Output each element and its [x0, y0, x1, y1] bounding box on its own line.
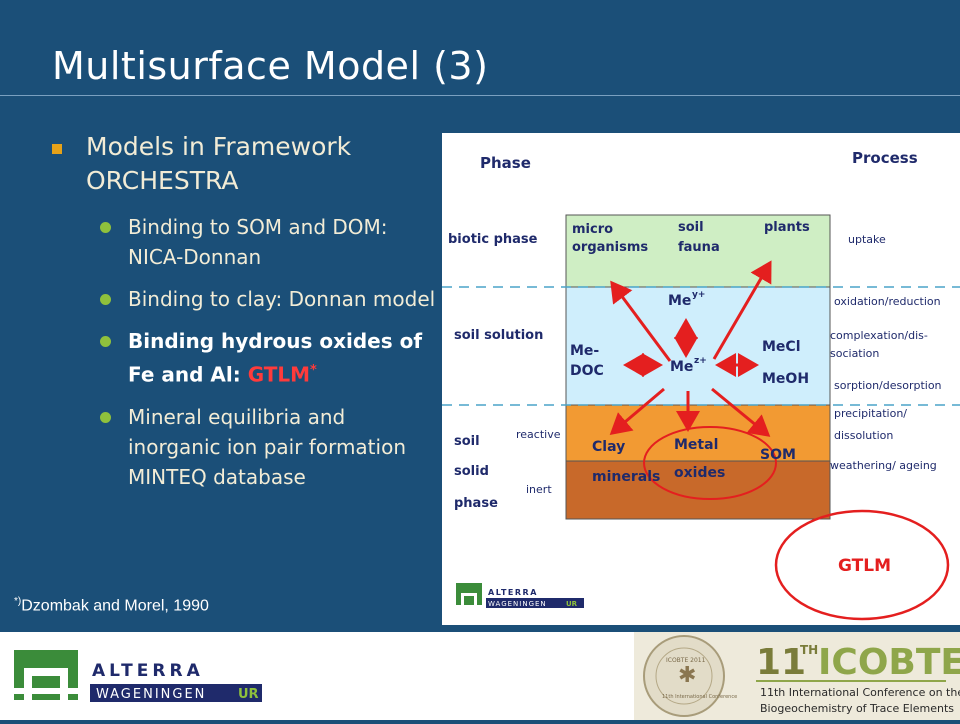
phase-label: phase — [454, 496, 498, 511]
oxides-label: oxides — [674, 465, 725, 481]
process-precipitation-2: dissolution — [834, 429, 893, 442]
footnote-text: Dzombak and Morel, 1990 — [21, 597, 209, 615]
title-bar — [0, 0, 960, 100]
alterra-logo: ALTERRA WAGENINGEN UR — [14, 650, 262, 702]
footer-strip: ALTERRA WAGENINGEN UR ICOBTE 2011 11th I… — [0, 632, 960, 720]
soil-solution-label: soil solution — [454, 328, 543, 343]
vitruvian-figure-icon: ✱ — [678, 663, 696, 688]
icobte-banner: ICOBTE 2011 11th International Conferenc… — [634, 632, 960, 720]
footnote-mark: * — [310, 363, 317, 378]
arrow-to-plants — [712, 260, 772, 360]
me-y-charge: y+ — [692, 290, 705, 300]
phase-header: Phase — [480, 154, 531, 172]
sub-bullet-text: Binding to clay: Donnan model — [128, 287, 436, 311]
bullet-main-text: Models in Framework ORCHESTRA — [86, 132, 352, 195]
clay-label: Clay — [592, 439, 625, 455]
conference-line-1: 11th International Conference on the — [760, 686, 960, 699]
sub-bullet-text: Mineral equilibria and inorganic ion pai… — [128, 404, 406, 489]
gtlm-label: GTLM — [838, 556, 891, 576]
reactive-label: reactive — [516, 428, 561, 441]
process-complexation-1: complexation/dis- — [830, 329, 928, 342]
arrow-to-microorganisms — [610, 280, 672, 362]
solid-label: solid — [454, 464, 489, 479]
footnote: *)Dzombak and Morel, 1990 — [14, 596, 209, 615]
wageningen-text: WAGENINGEN — [96, 687, 206, 702]
micro-label: micro — [572, 222, 613, 237]
fauna-label: fauna — [678, 240, 720, 255]
process-header: Process — [852, 149, 918, 167]
sub-bullet-text: Binding to SOM and DOM: NICA-Donnan — [128, 215, 388, 269]
minerals-label: minerals — [592, 469, 660, 485]
conference-number: 11 — [756, 642, 806, 683]
alterra-small-text: ALTERRA — [488, 588, 538, 597]
arrow-to-clay — [609, 387, 665, 435]
slide-title: Multisurface Model (3) — [52, 44, 489, 88]
title-divider — [0, 95, 960, 96]
sub-bullet-text: Binding hydrous oxides of Fe and Al: — [128, 329, 423, 387]
diagram-svg: Phase Process biotic phase soil solution… — [442, 149, 960, 621]
meoh-label: MeOH — [762, 371, 809, 387]
metal-label: Metal — [674, 437, 718, 453]
sub-bullet-clay: Binding to clay: Donnan model — [48, 284, 438, 314]
process-complexation-2: sociation — [830, 347, 879, 360]
me-y-label: Me — [668, 293, 691, 309]
me-z-label: Me — [670, 359, 693, 375]
soil-label: soil — [454, 434, 480, 449]
sub-bullet-oxides: Binding hydrous oxides of Fe and Al: GTL… — [48, 326, 438, 390]
round-bullet-icon — [100, 336, 111, 347]
round-bullet-icon — [100, 411, 111, 423]
bullet-list: Models in Framework ORCHESTRA Binding to… — [48, 130, 438, 504]
footer-svg: ALTERRA WAGENINGEN UR ICOBTE 2011 11th I… — [14, 632, 960, 720]
soil-fauna-label-1: soil — [678, 220, 704, 235]
sub-bullet-minteq: Mineral equilibria and inorganic ion pai… — [48, 402, 438, 492]
gtlm-highlight: GTLM — [247, 362, 311, 387]
process-uptake: uptake — [848, 233, 886, 246]
process-sorption: sorption/desorption — [834, 379, 942, 392]
conference-name: ICOBTE — [818, 642, 960, 683]
seal-text-2: 11th International Conference — [662, 694, 737, 700]
square-bullet-icon — [52, 144, 62, 154]
phase-process-diagram: Phase Process biotic phase soil solution… — [442, 133, 960, 625]
me-doc-label-1: Me- — [570, 343, 599, 359]
alterra-text: ALTERRA — [92, 661, 204, 681]
inert-box — [565, 460, 831, 520]
conference-line-2: Biogeochemistry of Trace Elements — [760, 702, 954, 715]
process-precipitation-1: precipitation/ — [834, 407, 907, 420]
arrow-to-som — [711, 387, 771, 437]
round-bullet-icon — [100, 294, 111, 305]
wageningen-small-text: WAGENINGEN — [488, 600, 547, 608]
gtlm-ellipse — [774, 509, 950, 621]
mecl-label: MeCl — [762, 339, 801, 355]
me-z-charge: z+ — [694, 356, 707, 366]
process-weathering: weathering/ ageing — [830, 459, 937, 472]
ur-small-text: UR — [566, 600, 578, 608]
footnote-marker: *) — [14, 596, 22, 607]
som-label: SOM — [760, 447, 796, 463]
sub-bullet-som: Binding to SOM and DOM: NICA-Donnan — [48, 212, 438, 272]
doc-label: DOC — [570, 363, 604, 379]
organisms-label: organisms — [572, 240, 648, 255]
ur-text: UR — [238, 687, 259, 702]
conference-th: TH — [800, 643, 818, 657]
oxides-circle — [643, 426, 777, 500]
biotic-phase-label: biotic phase — [448, 232, 538, 247]
bullet-main: Models in Framework ORCHESTRA — [48, 130, 438, 198]
process-oxidation-reduction: oxidation/reduction — [834, 295, 941, 308]
inert-label: inert — [526, 483, 552, 496]
round-bullet-icon — [100, 222, 111, 233]
plants-label: plants — [764, 220, 810, 235]
alterra-logo-small: ALTERRA WAGENINGEN UR — [456, 583, 584, 608]
seal-text: ICOBTE 2011 — [666, 657, 706, 664]
